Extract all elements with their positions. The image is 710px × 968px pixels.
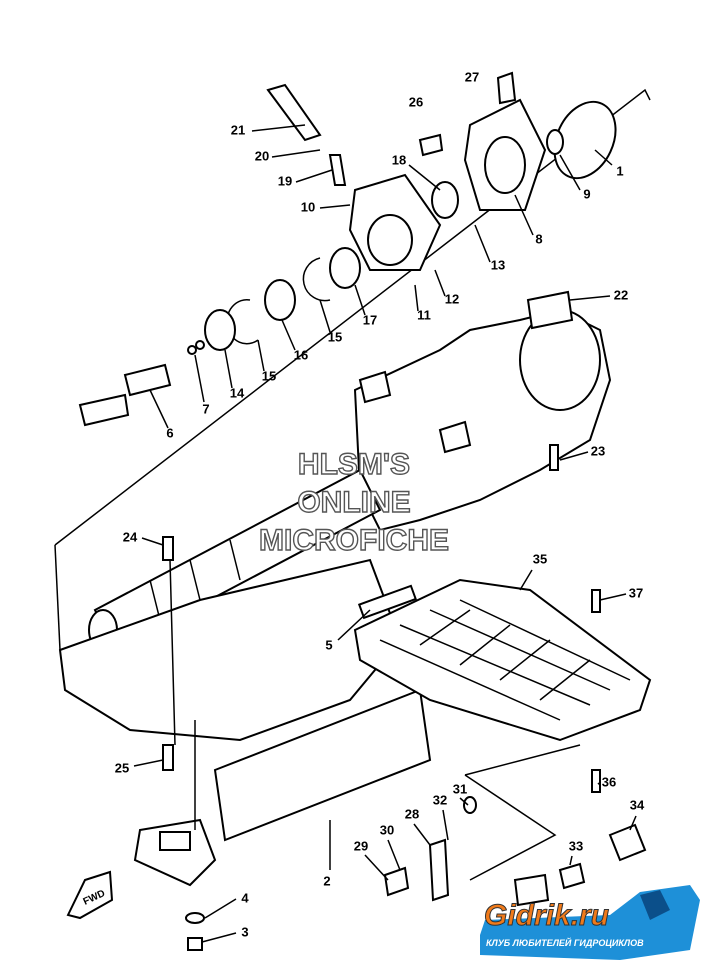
part-label: 16 [294,347,308,362]
part-label: 17 [363,312,377,327]
part-label: 19 [278,173,292,188]
leader-lines [133,124,637,943]
gidrik-logo: Gidrik.ru КЛУБ ЛЮБИТЕЛЕЙ ГИДРОЦИКЛОВ [480,885,700,960]
small-parts [78,71,647,951]
part-label: 37 [629,585,643,600]
part-label: 22 [614,287,628,302]
part-label: 20 [255,148,269,163]
fwd-arrow-icon: FWD [66,870,114,920]
part-label: 21 [231,122,245,137]
ride-plate [58,558,432,887]
part-label: 1 [616,163,623,178]
part-label: 5 [325,637,332,652]
part-label: 29 [354,838,368,853]
part-label: 23 [591,443,605,458]
part-label: 10 [301,199,315,214]
part-label: 25 [115,760,129,775]
watermark-line: HLSM'S [298,448,410,481]
watermark-line: ONLINE [297,486,410,519]
part-label: 8 [535,231,542,246]
pump-housing [353,308,612,532]
part-label: 3 [241,924,248,939]
part-label: 26 [409,94,423,109]
frame-lines [54,88,651,881]
part-label: 15 [262,368,276,383]
part-label: 34 [630,797,645,812]
part-label: 6 [166,425,173,440]
part-label: 27 [465,69,479,84]
part-label: 9 [583,186,590,201]
part-label: 11 [417,307,431,322]
part-label: 32 [433,792,447,807]
logo-title: Gidrik.ru [484,899,609,932]
part-label: 12 [445,291,459,306]
part-label: 14 [230,385,245,400]
part-label: 18 [392,152,406,167]
part-label: 35 [533,551,547,566]
part-label: 15 [328,329,342,344]
part-label: 4 [241,890,249,905]
watermark-line: MICROFICHE [259,524,449,557]
part-number-labels: 27 26 21 20 19 18 1 9 10 8 13 12 11 17 2… [115,69,645,939]
part-label: 13 [491,257,505,272]
part-label: 36 [602,774,616,789]
part-label: 24 [123,529,138,544]
part-label: 2 [323,873,330,888]
part-label: 33 [569,838,583,853]
logo-subtitle: КЛУБ ЛЮБИТЕЛЕЙ ГИДРОЦИКЛОВ [486,937,644,948]
watermark: HLSM'S ONLINE MICROFICHE [258,447,449,557]
part-label: 28 [405,806,419,821]
intake-grate [353,578,652,742]
part-label: 31 [453,781,467,796]
part-label: 30 [380,822,394,837]
part-label: 7 [202,401,209,416]
